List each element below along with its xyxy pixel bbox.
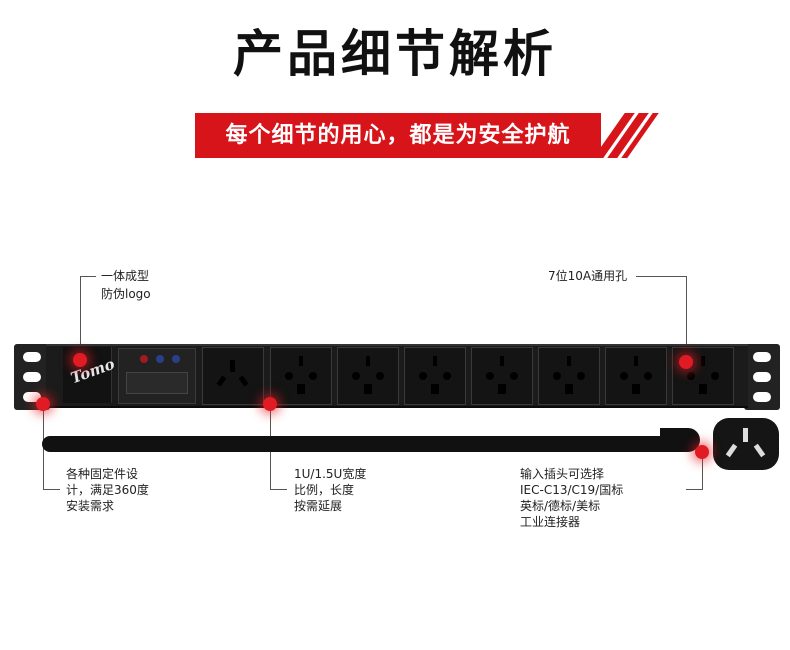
ear-hole [753,372,771,382]
callout-line-logo [80,276,81,360]
callout-line-plug [686,489,703,490]
socket-slot [553,372,561,380]
subtitle-banner: 每个细节的用心，都是为安全护航 [195,113,659,158]
callout-size-line2: 比例，长度 [294,483,355,497]
indicator-led [172,355,180,363]
marker-logo [73,353,87,367]
socket-universal-1 [270,347,332,405]
ear-hole [753,352,771,362]
ear-hole [23,392,41,402]
socket-slot [486,372,494,380]
socket-slot [309,372,317,380]
callout-line-plug [702,452,703,490]
input-plug [713,418,779,470]
socket-slot [352,372,360,380]
page-title: 产品细节解析 [233,25,557,83]
socket-universal-6 [605,347,667,405]
callout-line-size [270,489,287,490]
callout-size-line1: 1U/1.5U宽度 [294,467,367,481]
callout-plug-line2: IEC-C13/C19/国标 [520,483,624,497]
callout-line-logo [80,276,96,277]
callout-size-line3: 按需延展 [294,499,343,513]
socket-universal-2 [337,347,399,405]
socket-slot [433,356,437,366]
socket-universal-5 [538,347,600,405]
callout-logo-line2: 防伪logo [101,287,151,301]
marker-mounting [36,397,50,411]
mounting-ear-right [744,344,780,410]
socket-slot [500,356,504,366]
marker-outlets [679,355,693,369]
cable-strain-relief [660,428,700,452]
marker-size [263,397,277,411]
socket-slot [366,356,370,366]
socket-slot [431,384,439,394]
callout-mounting-line3: 安装需求 [66,499,115,513]
socket-slot [364,384,372,394]
ear-hole [23,352,41,362]
callout-plug-line3: 英标/德标/美标 [520,499,601,513]
plug-pin [753,443,766,458]
socket-slot [443,372,451,380]
power-switch [126,372,188,394]
callout-line-outlets [686,276,687,362]
socket-slot [634,356,638,366]
socket-slot [701,356,705,366]
callout-mounting-line1: 各种固定件设 [66,467,139,481]
callout-logo-line1: 一体成型 [101,269,150,283]
power-cable [42,436,682,452]
marker-plug [695,445,709,459]
ear-hole [23,372,41,382]
callout-outlets-line1: 7位10A通用孔 [548,269,628,283]
socket-slot [376,372,384,380]
socket-slot [711,372,719,380]
socket-slot [699,384,707,394]
socket-slot [577,372,585,380]
socket-slot [238,375,249,387]
callout-plug-line4: 工业连接器 [520,515,581,529]
plug-pin [743,428,748,442]
socket-slot [299,356,303,366]
socket-slot [632,384,640,394]
ear-hole [753,392,771,402]
socket-slot [565,384,573,394]
socket-slot [567,356,571,366]
socket-universal-4 [471,347,533,405]
socket-gb-3pin [202,347,264,405]
socket-slot [620,372,628,380]
socket-universal-3 [404,347,466,405]
socket-slot [216,375,227,387]
socket-universal-7 [672,347,734,405]
socket-slot [498,384,506,394]
plug-pin [725,443,738,458]
socket-slot [285,372,293,380]
callout-mounting-line2: 计，满足360度 [66,483,149,497]
socket-slot [419,372,427,380]
subtitle-text: 每个细节的用心，都是为安全护航 [195,113,601,158]
socket-slot [644,372,652,380]
socket-slot [230,360,235,372]
socket-slot [510,372,518,380]
socket-slot [687,372,695,380]
callout-line-mounting [43,489,60,490]
logo-panel [63,347,112,403]
indicator-led [156,355,164,363]
callout-plug-line1: 输入插头可选择 [520,467,605,481]
socket-slot [297,384,305,394]
indicator-led [140,355,148,363]
callout-line-outlets [636,276,687,277]
